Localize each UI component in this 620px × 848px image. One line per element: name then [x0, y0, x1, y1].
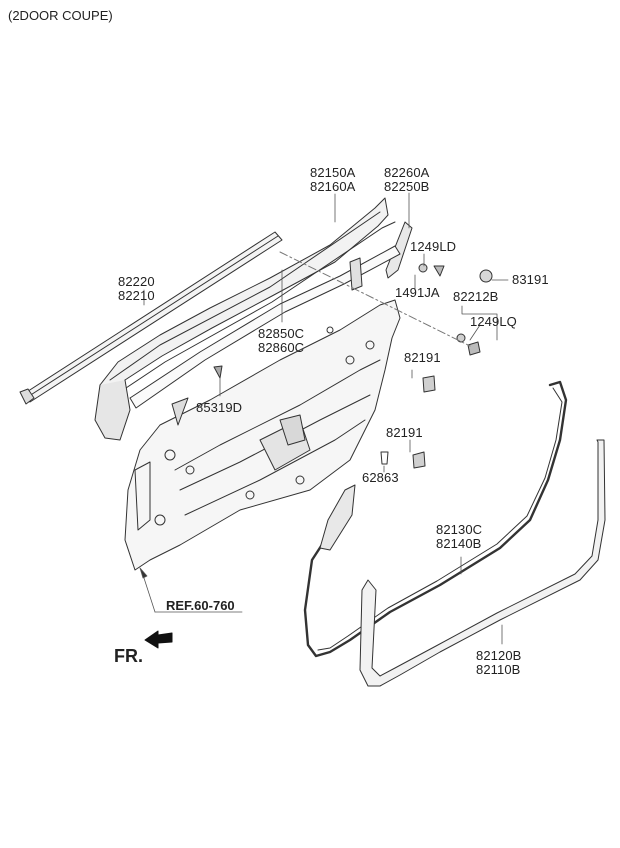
part-label-1249LQ: 1249LQ [470, 314, 517, 329]
reference-label: REF.60-760 [166, 598, 235, 613]
part-label-82210: 82210 [118, 288, 155, 303]
part-label-82250B: 82250B [384, 179, 430, 194]
part-label-82260A: 82260A [384, 165, 430, 180]
part-label-82850C: 82850C [258, 326, 305, 341]
part-label-82860C: 82860C [258, 340, 305, 355]
part-label-85319D: 85319D [196, 400, 243, 415]
door-panel-part [124, 299, 401, 571]
part-label-82120B: 82120B [476, 648, 522, 663]
part-label-82110B: 82110B [476, 662, 521, 677]
frame-moulding-part [94, 197, 396, 441]
part-label-82220: 82220 [118, 274, 155, 289]
part-label-82140B: 82140B [436, 536, 482, 551]
alignment-line [279, 251, 471, 347]
part-label-83191: 83191 [512, 272, 549, 287]
pillar-trim-part [385, 221, 413, 279]
belt-moulding-part [19, 231, 283, 405]
part-label-82191-upper: 82191 [404, 350, 441, 365]
body-weatherstrip-part [359, 439, 606, 687]
diagram-header: (2DOOR COUPE) [8, 8, 113, 23]
part-label-82160A: 82160A [310, 179, 356, 194]
part-label-82212B: 82212B [453, 289, 499, 304]
triangle-trim-part [319, 484, 356, 551]
part-label-82130C: 82130C [436, 522, 483, 537]
part-label-82191-lower: 82191 [386, 425, 423, 440]
leader-lines [139, 192, 509, 645]
fastener-parts [213, 263, 493, 469]
front-direction-label: FR. [114, 646, 143, 666]
front-direction-arrow [144, 630, 173, 649]
corner-trim-part [171, 397, 189, 426]
part-label-1491JA: 1491JA [395, 285, 440, 300]
part-label-82150A: 82150A [310, 165, 356, 180]
glass-run-part [129, 245, 401, 409]
part-label-62863: 62863 [362, 470, 399, 485]
part-label-1249LD: 1249LD [410, 239, 457, 254]
